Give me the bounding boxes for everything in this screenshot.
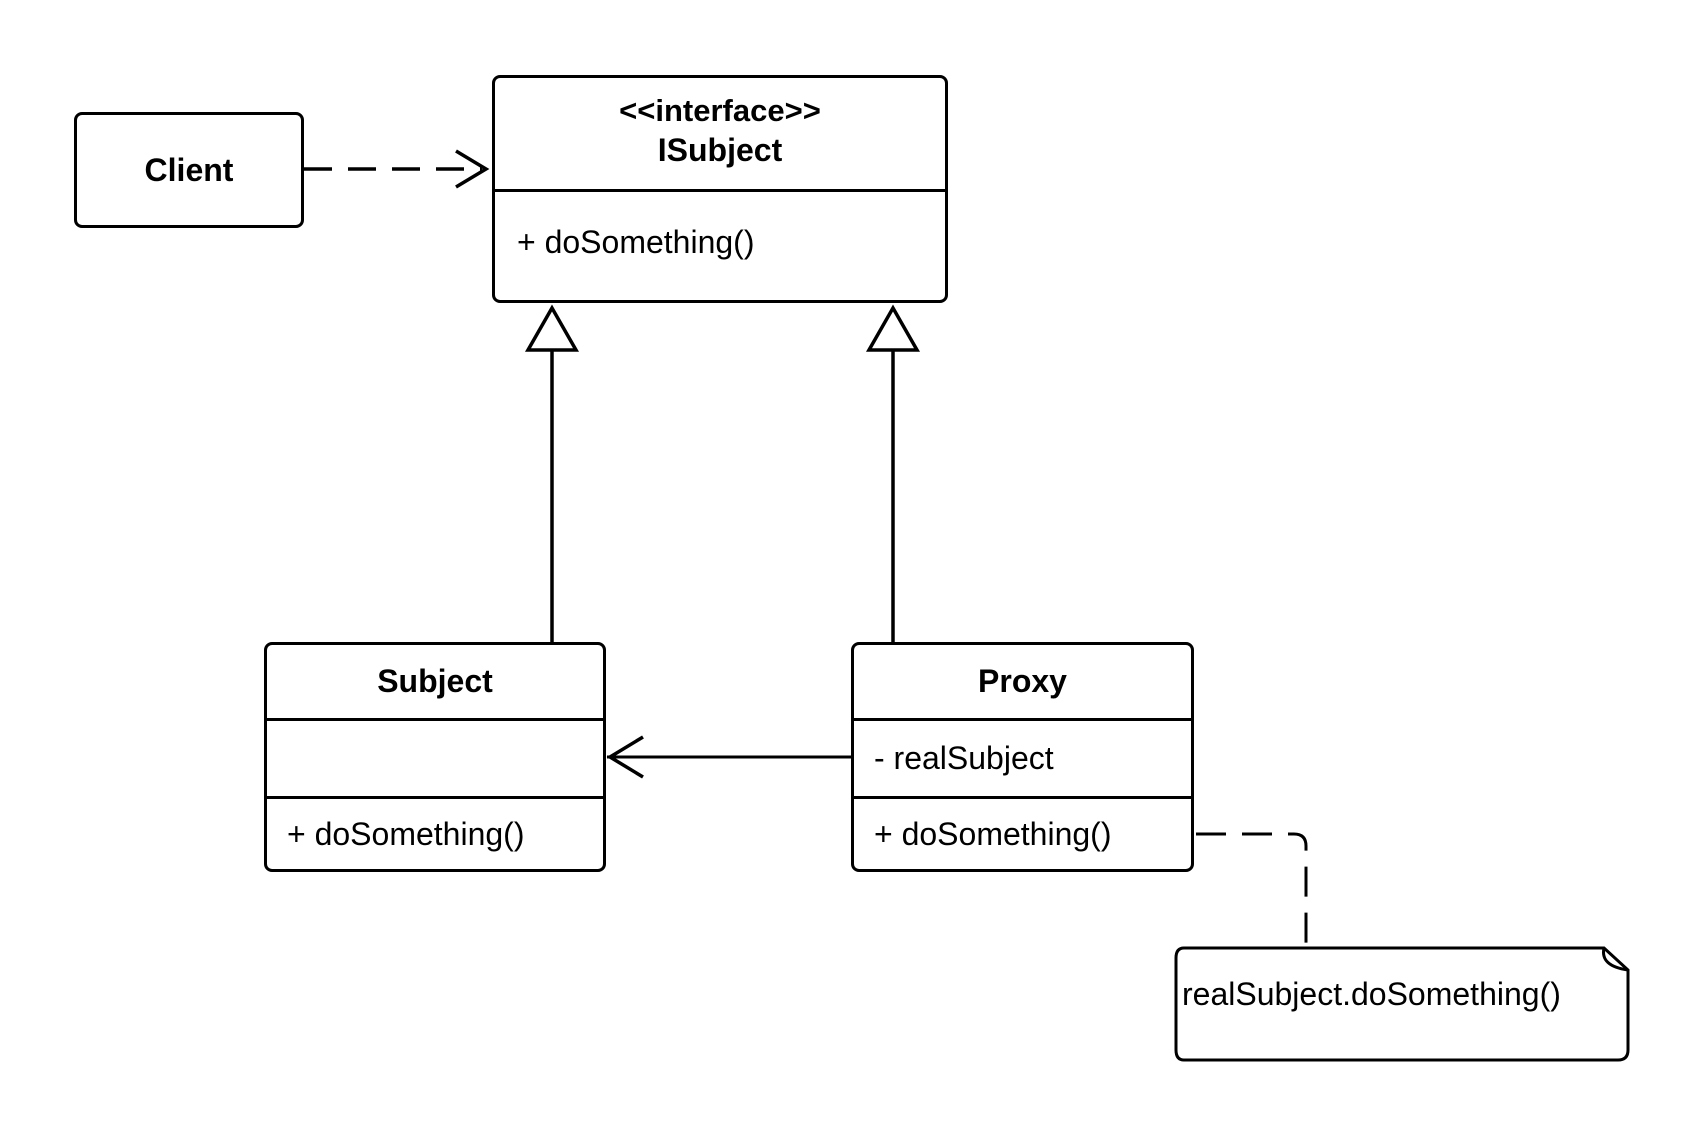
- note-anchor-line: [1196, 832, 1308, 946]
- realization-proxy-to-isubject: [865, 304, 921, 642]
- subject-operations: + doSomething(): [267, 796, 603, 869]
- realization-subject-to-isubject: [524, 304, 580, 642]
- proxy-class[interactable]: Proxy - realSubject + doSomething(): [851, 642, 1194, 872]
- isubject-class-name: ISubject: [657, 132, 783, 168]
- isubject-header: <<interface>> ISubject: [495, 78, 945, 189]
- proxy-operations: + doSomething(): [854, 796, 1191, 869]
- isubject-stereotype: <<interface>>: [619, 93, 821, 128]
- proxy-operation: + doSomething(): [874, 815, 1112, 852]
- isubject-operation: + doSomething(): [517, 224, 755, 260]
- dependency-client-to-isubject: [304, 149, 490, 189]
- note-text: realSubject.doSomething(): [1182, 976, 1561, 1012]
- proxy-attributes: - realSubject: [854, 718, 1191, 796]
- subject-class[interactable]: Subject + doSomething(): [264, 642, 606, 872]
- subject-header: Subject: [267, 645, 603, 718]
- isubject-interface[interactable]: <<interface>> ISubject + doSomething(): [492, 75, 948, 303]
- subject-attributes: [267, 718, 603, 796]
- isubject-operations: + doSomething(): [495, 189, 945, 300]
- proxy-header: Proxy: [854, 645, 1191, 718]
- client-class[interactable]: Client: [74, 112, 304, 228]
- client-class-name: Client: [144, 151, 234, 188]
- note[interactable]: realSubject.doSomething(): [1174, 946, 1630, 1062]
- subject-operation: + doSomething(): [287, 815, 525, 852]
- note-shape: [1174, 946, 1630, 1062]
- proxy-attribute: - realSubject: [874, 740, 1054, 776]
- subject-class-name: Subject: [377, 663, 493, 699]
- association-proxy-to-subject: [606, 735, 852, 779]
- proxy-class-name: Proxy: [978, 663, 1067, 699]
